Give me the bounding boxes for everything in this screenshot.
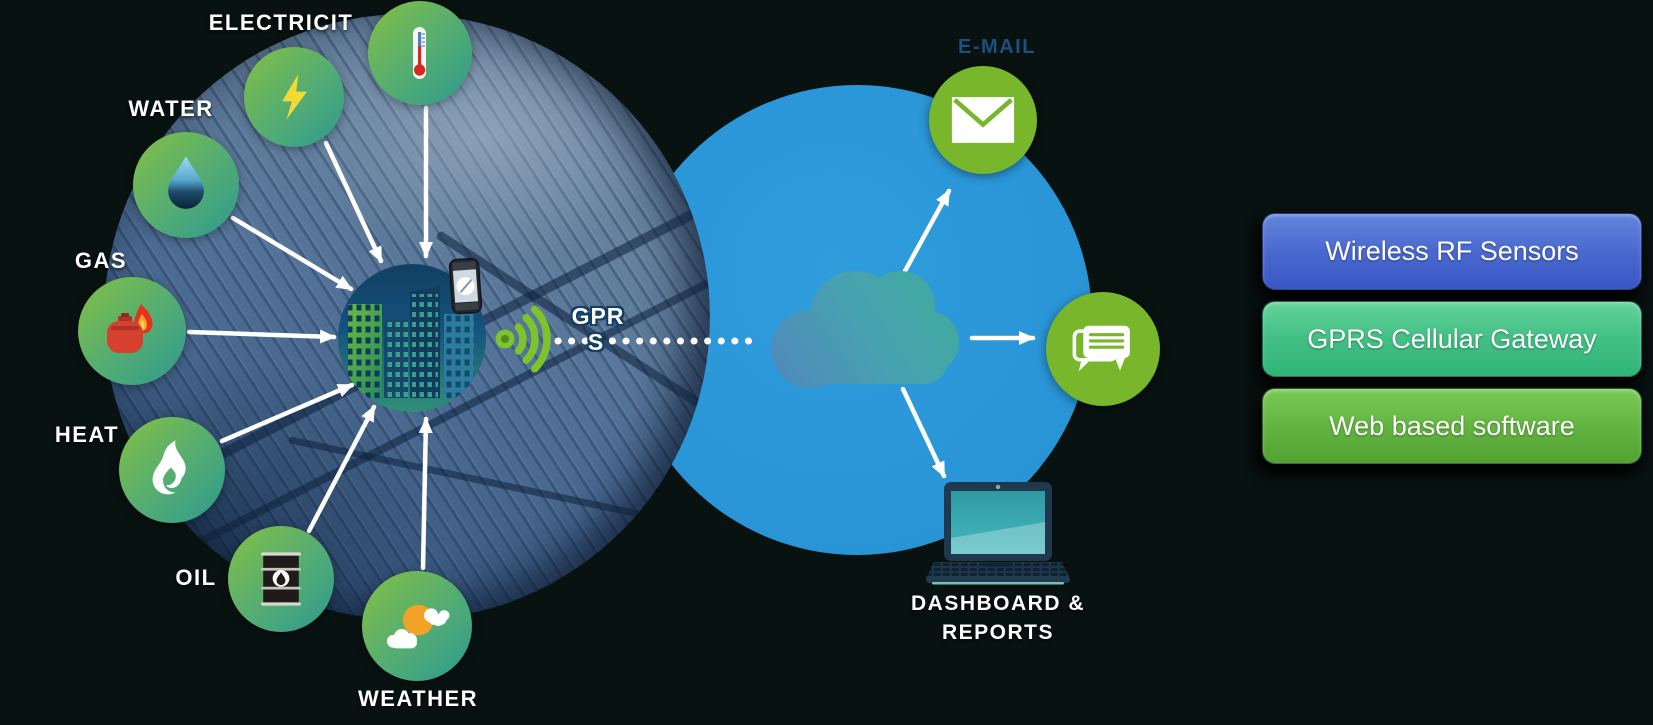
cloud-icon (771, 271, 959, 388)
output-sms-circle (1046, 292, 1160, 406)
legend-web-based-software-button[interactable]: Web based software (1262, 388, 1642, 464)
sensor-heat (119, 417, 225, 523)
sensor-gas (78, 277, 186, 385)
sensor-label-oil: OIL (175, 565, 217, 590)
sensor-label-weather: WEATHER (357, 686, 479, 711)
chat-bubbles-icon (1072, 325, 1130, 372)
gprs-label-line2: S (587, 329, 605, 355)
sun-clouds-icon (386, 604, 450, 649)
email-label: E-MAIL (958, 36, 1036, 58)
laptop-icon (926, 482, 1070, 585)
legend-button-label: Wireless RF Sensors (1325, 236, 1579, 266)
flame-icon (152, 440, 186, 495)
sensor-weather (362, 571, 472, 681)
sensor-electricity (244, 47, 344, 147)
sensor-label-water: WATER (128, 96, 214, 121)
legend-button-label: GPRS Cellular Gateway (1307, 323, 1597, 354)
sensor-label-gas: GAS (74, 248, 128, 273)
dashboard-label-line1: DASHBOARD & (911, 592, 1085, 615)
building-beam (288, 436, 710, 539)
water-drop-icon (168, 156, 204, 209)
legend-button-label: Web based software (1329, 410, 1575, 441)
sensor-label-electricity: ELECTRICIT (208, 10, 354, 35)
sensor-label-heat: HEAT (54, 422, 120, 447)
city-buildings-icon (348, 286, 474, 398)
lightning-icon (282, 74, 307, 120)
envelope-icon (951, 97, 1015, 143)
gprs-label-line1: GPR (571, 303, 625, 329)
dashboard-label-line2: REPORTS (941, 621, 1055, 644)
output-email-circle (929, 66, 1037, 174)
sensor-temperature (368, 1, 472, 105)
thermometer-icon (413, 27, 426, 79)
legend-gprs-cellular-gateway-button[interactable]: GPRS Cellular Gateway (1262, 301, 1642, 377)
sensor-oil (228, 526, 334, 632)
oil-barrel-icon (261, 552, 301, 606)
mobile-phone-icon (448, 257, 483, 315)
building-hub-circle (338, 264, 486, 412)
sensor-water (133, 132, 239, 238)
rf-signal-icon (495, 305, 551, 373)
gas-cylinder-flame-icon (107, 304, 153, 353)
legend-wireless-rf-sensors-button[interactable]: Wireless RF Sensors (1262, 213, 1642, 290)
